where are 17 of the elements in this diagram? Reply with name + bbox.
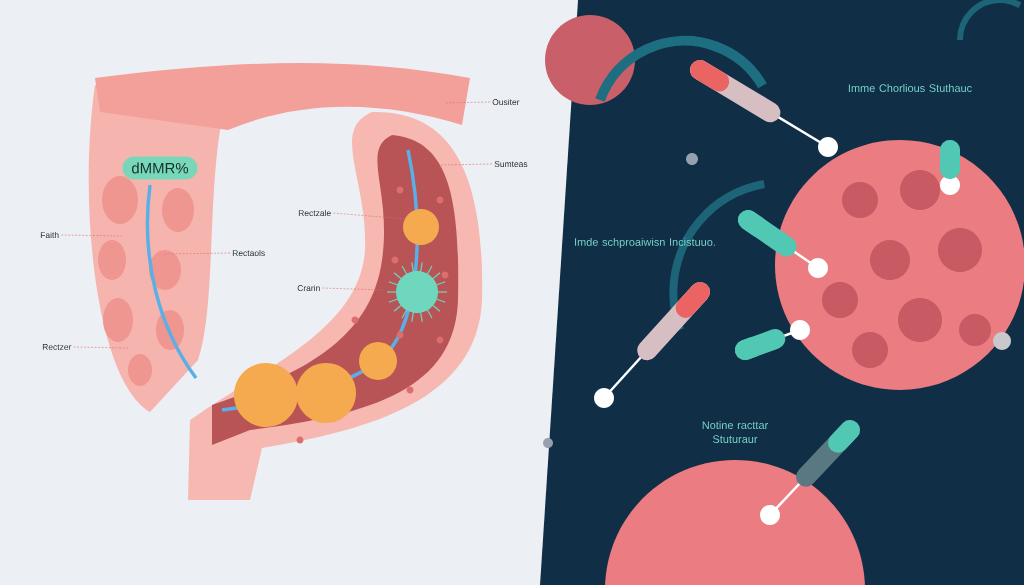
part-label: Rectaols	[232, 249, 265, 257]
leader-line	[444, 101, 491, 104]
scene-label: Notine racttar Stuturaur	[702, 421, 768, 443]
leader-line	[73, 346, 129, 349]
part-label: Crarin	[297, 284, 320, 292]
part-label: Ousiter	[492, 98, 520, 106]
leader-line	[439, 163, 493, 166]
part-label: Rectzer	[42, 344, 72, 350]
part-label: Faith	[40, 231, 59, 239]
part-label: Sumteas	[494, 161, 528, 167]
leader-line	[322, 287, 384, 291]
leader-line	[333, 212, 406, 220]
leader-line	[164, 252, 231, 255]
scene-label: Imme Chorlious Stuthauc	[848, 84, 972, 92]
scene-label: Imde schproaiwisn Incistuuo.	[575, 237, 715, 249]
leader-line	[60, 234, 123, 237]
part-label: Rectzale	[298, 209, 331, 217]
